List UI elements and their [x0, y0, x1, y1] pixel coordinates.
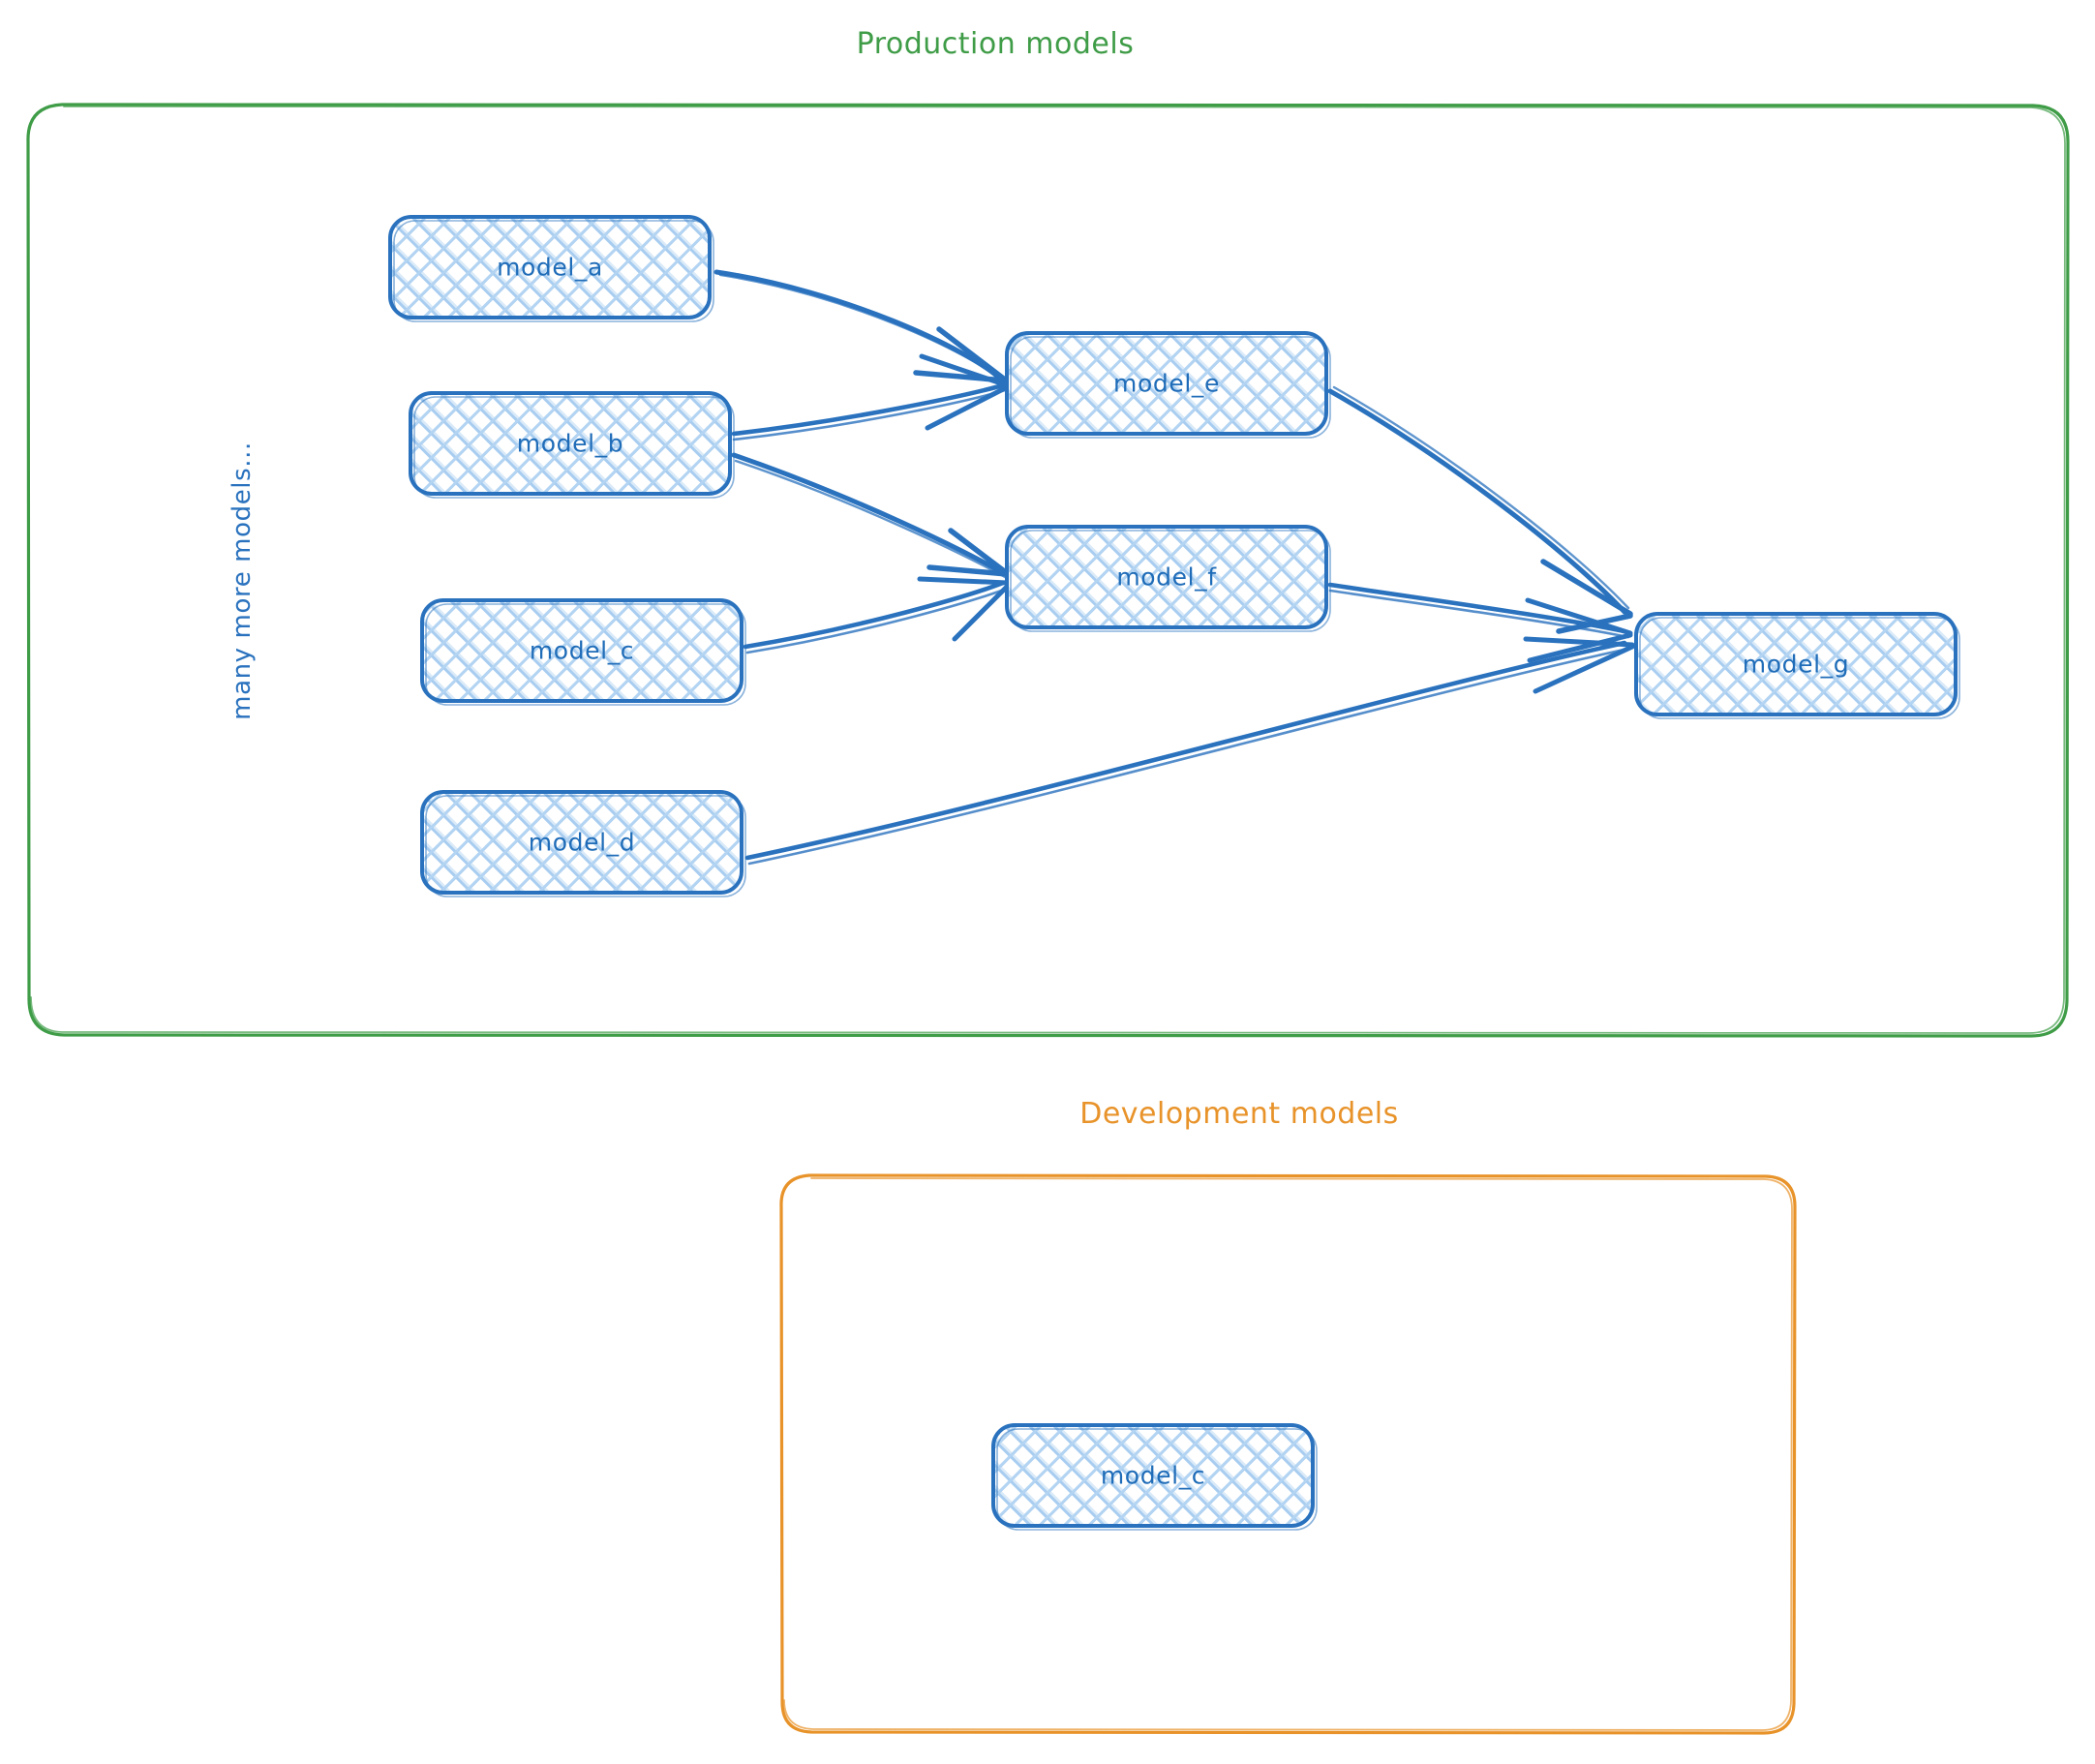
edge-model_d-to-model_g [744, 636, 1635, 866]
group-title-production: Production models [856, 27, 1135, 61]
group-container-production [26, 103, 2070, 1038]
edge-model_a-to-model_e [714, 269, 1008, 383]
edge-model_b-to-model_e [731, 353, 1010, 441]
side-note-many-more-models: many more models... [228, 441, 257, 720]
edge-model_e-to-model_g [1327, 385, 1633, 634]
node-model_e[interactable] [1005, 331, 1331, 439]
edge-layer [714, 269, 1635, 866]
node-layer [388, 215, 1960, 1531]
node-model_f[interactable] [1005, 525, 1331, 632]
edge-model_c-to-model_f [743, 576, 1012, 654]
node-model_b[interactable] [409, 391, 735, 499]
node-model_a[interactable] [388, 215, 714, 322]
edge-model_f-to-model_g [1327, 582, 1633, 663]
node-model_c[interactable] [420, 598, 746, 706]
group-title-development: Development models [1079, 1097, 1399, 1131]
node-model_g[interactable] [1634, 612, 1960, 719]
edge-model_b-to-model_f [731, 452, 1010, 579]
node-model_d[interactable] [420, 790, 746, 897]
group-container-development [779, 1173, 1797, 1735]
node-dev_model_c[interactable] [991, 1423, 1318, 1531]
